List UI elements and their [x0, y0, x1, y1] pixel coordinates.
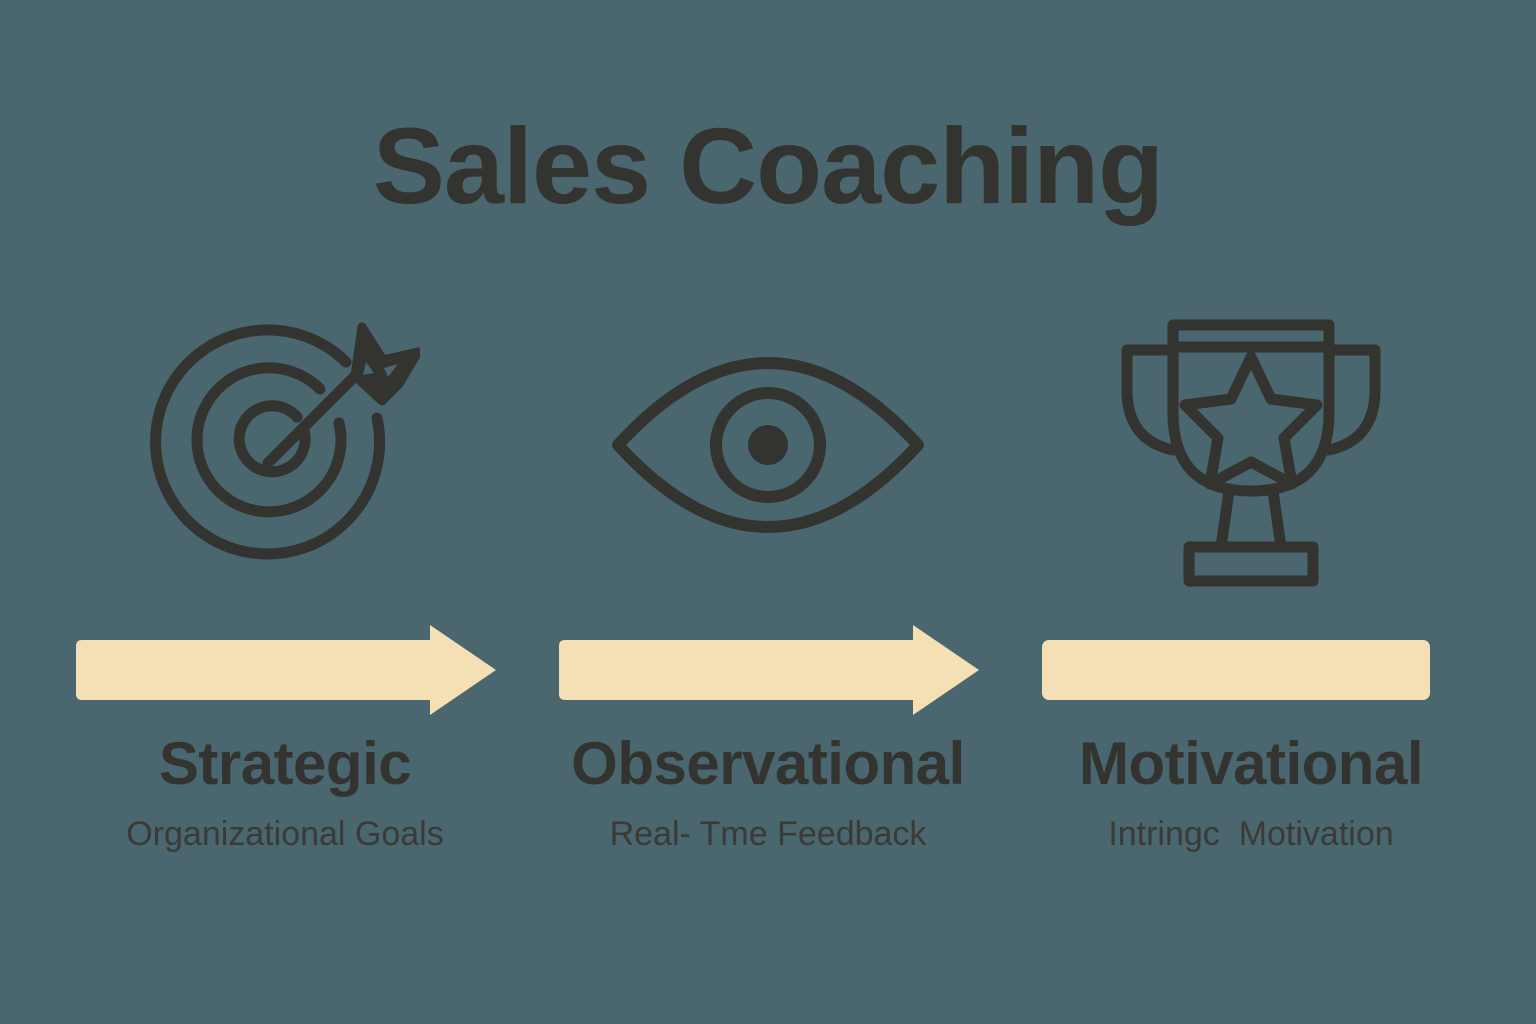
- step-column-observational: Observational Real- Tme Feedback: [543, 280, 993, 920]
- trophy-star-icon: [1026, 280, 1476, 610]
- step-title: Observational: [571, 730, 965, 797]
- step-title: Motivational: [1078, 730, 1424, 797]
- page-title: Sales Coaching: [372, 105, 1164, 226]
- connector-arrow-2: [543, 610, 993, 730]
- step-labels-observational: Observational Real- Tme Feedback: [543, 730, 993, 854]
- step-subtitle: Intringc Motivation: [1108, 815, 1394, 854]
- eye-icon: [543, 280, 993, 610]
- step-labels-motivational: Motivational Intringc Motivation: [1026, 730, 1476, 854]
- step-subtitle: Real- Tme Feedback: [609, 815, 927, 854]
- step-column-motivational: Motivational Intringc Motivation: [1026, 280, 1476, 920]
- target-bullseye-arrow-icon: [60, 280, 510, 610]
- step-subtitle: Organizational Goals: [126, 815, 444, 854]
- connector-bar-3: [1026, 610, 1476, 730]
- step-labels-strategic: Strategic Organizational Goals: [60, 730, 510, 854]
- steps-row: Strategic Organizational Goals: [60, 280, 1476, 920]
- connector-arrow-1: [60, 610, 510, 730]
- step-column-strategic: Strategic Organizational Goals: [60, 280, 510, 920]
- step-title: Strategic: [158, 730, 412, 797]
